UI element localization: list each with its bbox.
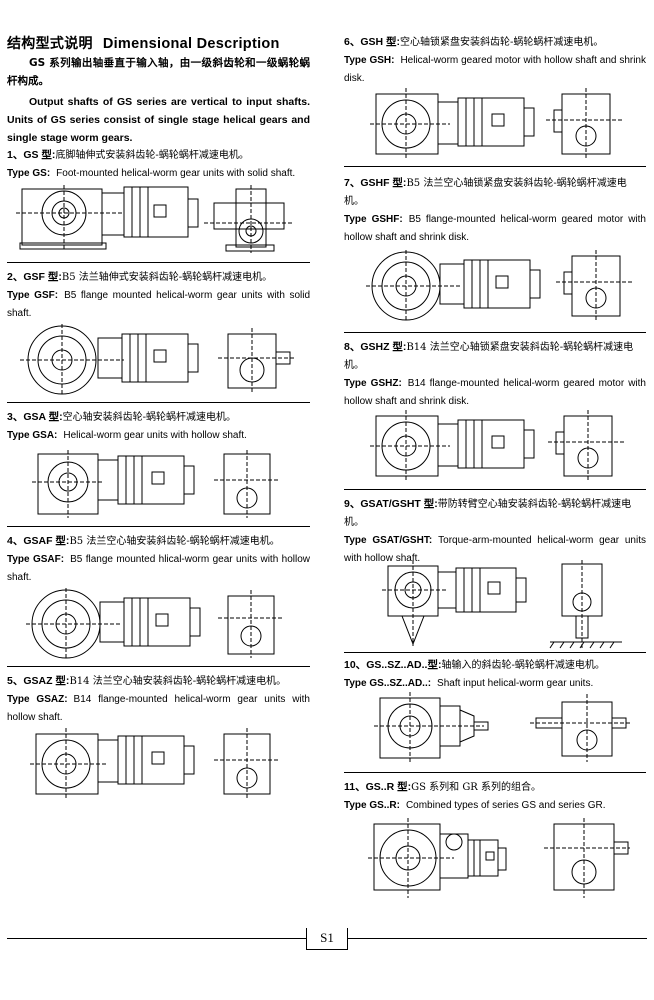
item-number: 4、 — [7, 535, 24, 547]
item-type-label: Type GSHF: — [344, 214, 403, 225]
item-type-label: Type GS: — [7, 168, 51, 179]
drawing-gsh — [370, 88, 630, 160]
item-number: 7、 — [344, 177, 361, 189]
item-type-label: Type GSF: — [7, 290, 59, 301]
item-cn: 带防转臂空心轴安装斜齿轮-蜗轮蜗杆减速电机。 — [344, 499, 632, 528]
divider — [7, 262, 310, 264]
item-type-label: Type GSA: — [7, 430, 58, 441]
item-code: GSA 型: — [23, 411, 63, 423]
item-cn: B14 法兰空心轴锁紧盘安装斜齿轮-蜗轮蜗杆减速电机。 — [344, 342, 634, 371]
divider — [7, 526, 310, 528]
item-code: GS..SZ..AD..型: — [366, 659, 442, 671]
item-cn: 底脚轴伸式安装斜齿轮-蜗轮蜗杆减速电机。 — [55, 150, 249, 161]
drawing-gsa — [28, 450, 288, 520]
drawing-gs-r — [368, 818, 640, 898]
item-number: 10、 — [344, 659, 367, 671]
item-gsaf: 4、GSAF 型:B5 法兰空心轴安装斜齿轮-蜗轮蜗杆减速电机。 Type GS… — [7, 532, 310, 587]
item-type-label: Type GSAT/GSHT: — [344, 535, 433, 546]
divider — [344, 652, 646, 654]
divider — [7, 666, 310, 668]
intro-en: Output shafts of GS series are vertical … — [7, 96, 310, 144]
item-gsaz: 5、GSAZ 型:B14 法兰空心轴安装斜齿轮-蜗轮蜗杆减速电机。 Type G… — [7, 672, 310, 727]
item-cn: 轴输入的斜齿轮-蜗轮蜗杆减速电机。 — [441, 660, 605, 671]
title-cn: 结构型式说明 — [7, 36, 93, 52]
item-desc: B5 flange mounted helical-worm gear unit… — [7, 290, 311, 319]
item-number: 11、 — [344, 781, 366, 793]
drawing-gsf — [14, 324, 304, 396]
item-gsat-gsht: 9、GSAT/GSHT 型:带防转臂空心轴安装斜齿轮-蜗轮蜗杆减速电机。 Typ… — [344, 495, 646, 568]
divider — [344, 772, 646, 774]
item-code: GSHZ 型: — [360, 341, 407, 353]
item-desc: Helical-worm geared motor with hollow sh… — [344, 55, 646, 84]
item-gsh: 6、GSH 型:空心轴锁紧盘安装斜齿轮-蜗轮蜗杆减速电机。 Type GSH:H… — [344, 33, 646, 88]
item-code: GSAT/GSHT 型: — [360, 498, 438, 510]
drawing-gshz — [370, 410, 632, 482]
item-cn: B5 法兰空心轴锁紧盘安装斜齿轮-蜗轮蜗杆减速电机。 — [344, 178, 627, 207]
item-gsf: 2、GSF 型:B5 法兰轴伸式安装斜齿轮-蜗轮蜗杆减速电机。 Type GSF… — [7, 268, 310, 323]
item-desc: B5 flange mounted hlical-worm gear units… — [7, 554, 310, 583]
divider — [7, 402, 310, 404]
item-gshz: 8、GSHZ 型:B14 法兰空心轴锁紧盘安装斜齿轮-蜗轮蜗杆减速电机。 Typ… — [344, 338, 646, 411]
item-cn: GS 系列和 GR 系列的组合。 — [411, 782, 542, 793]
item-gshf: 7、GSHF 型:B5 法兰空心轴锁紧盘安装斜齿轮-蜗轮蜗杆减速电机。 Type… — [344, 174, 646, 247]
item-cn: B5 法兰空心轴安装斜齿轮-蜗轮蜗杆减速电机。 — [69, 536, 280, 547]
item-number: 5、 — [7, 675, 24, 687]
item-type-label: Type GSHZ: — [344, 378, 402, 389]
item-desc: Helical-worm gear units with hollow shaf… — [63, 430, 247, 441]
divider — [344, 489, 646, 491]
item-code: GS..R 型: — [365, 781, 412, 793]
item-code: GSAZ 型: — [23, 675, 70, 687]
drawing-gsaf — [22, 588, 292, 660]
item-code: GSHF 型: — [360, 177, 407, 189]
item-number: 9、 — [344, 498, 361, 510]
item-code: GS 型: — [23, 149, 56, 161]
item-desc: Shaft input helical-worm gear units. — [437, 678, 594, 689]
drawing-gs — [14, 183, 304, 255]
drawing-gs-sz-ad — [374, 692, 636, 764]
item-desc: Foot-mounted helical-worm gear units wit… — [56, 168, 296, 179]
item-code: GSF 型: — [23, 271, 62, 283]
drawing-gsaz — [28, 728, 288, 800]
drawing-gsat-gsht — [382, 560, 632, 650]
page-title: 结构型式说明 Dimensional Description — [7, 33, 310, 53]
item-desc: B14 flange-mounted helical-worm geared m… — [344, 378, 646, 407]
item-number: 2、 — [7, 271, 24, 283]
divider — [344, 166, 646, 168]
item-type-label: Type GSAZ: — [7, 694, 68, 705]
item-code: GSAF 型: — [23, 535, 70, 547]
item-gs: 1、GS 型:底脚轴伸式安装斜齿轮-蜗轮蜗杆减速电机。 Type GS: Foot… — [7, 146, 310, 183]
item-cn: 空心轴锁紧盘安装斜齿轮-蜗轮蜗杆减速电机。 — [400, 37, 604, 48]
item-desc: B5 flange-mounted helical-worm geared mo… — [344, 214, 646, 243]
item-number: 3、 — [7, 411, 24, 423]
divider — [344, 332, 646, 334]
item-code: GSH 型: — [360, 36, 401, 48]
drawing-gshf — [366, 250, 636, 322]
item-type-label: Type GS..R: — [344, 800, 400, 811]
item-cn: 空心轴安装斜齿轮-蜗轮蜗杆减速电机。 — [62, 412, 237, 423]
item-type-label: Type GSAF: — [7, 554, 65, 565]
item-desc: Combined types of series GS and series G… — [405, 800, 606, 811]
item-desc: B14 flange-mounted helical-worm gear uni… — [7, 694, 310, 723]
intro-cn: GS 系列输出轴垂直于输入轴，由一级斜齿轮和一级蜗轮蜗杆构成。 — [7, 57, 310, 87]
item-gs-sz-ad: 10、GS..SZ..AD..型:轴输入的斜齿轮-蜗轮蜗杆减速电机。 Type … — [344, 656, 646, 693]
title-en: Dimensional Description — [102, 36, 280, 52]
item-type-label: Type GSH: — [344, 55, 395, 66]
item-number: 8、 — [344, 341, 361, 353]
item-cn: B5 法兰轴伸式安装斜齿轮-蜗轮蜗杆减速电机。 — [61, 272, 273, 283]
page-number: S1 — [306, 928, 348, 950]
item-number: 1、 — [7, 149, 24, 161]
item-gs-r: 11、GS..R 型:GS 系列和 GR 系列的组合。 Type GS..R: C… — [344, 778, 646, 815]
item-cn: B14 法兰空心轴安装斜齿轮-蜗轮蜗杆减速电机。 — [69, 676, 287, 687]
item-type-label: Type GS..SZ..AD..: — [344, 678, 432, 689]
item-gsa: 3、GSA 型:空心轴安装斜齿轮-蜗轮蜗杆减速电机。 Type GSA: Heli… — [7, 408, 310, 445]
item-number: 6、 — [344, 36, 361, 48]
item-desc: Torque-arm-mounted helical-worm gear uni… — [344, 535, 646, 564]
